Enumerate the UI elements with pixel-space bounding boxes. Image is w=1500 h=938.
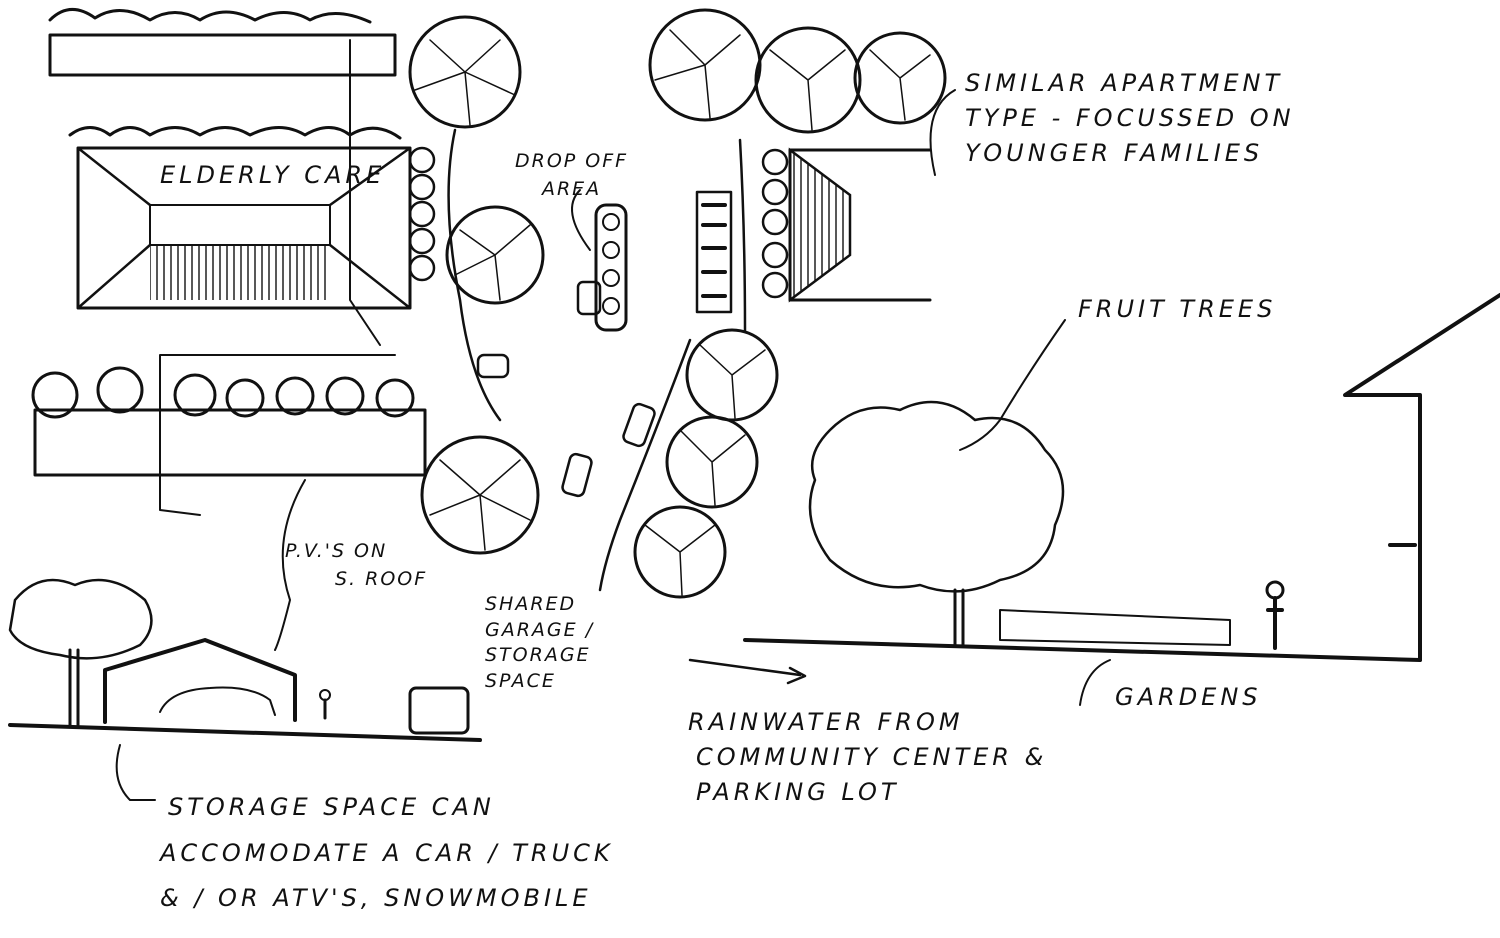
label-rainwater-line-3: Parking Lot — [696, 777, 900, 806]
label-rainwater-line-2: Community Center & — [696, 742, 1048, 771]
label-rainwater-line-1: Rainwater From — [688, 708, 964, 736]
driveway — [447, 128, 747, 592]
label-gardens-text: Gardens — [1115, 683, 1262, 711]
label-fruit-trees: Fruit Trees — [1078, 292, 1276, 327]
label-gardens: Gardens — [1115, 680, 1262, 715]
garden-section — [688, 293, 1500, 706]
row-building-with-trees — [31, 39, 427, 516]
parking-row-top — [68, 126, 402, 140]
leader-arrows — [571, 89, 956, 251]
apartment-building — [761, 147, 932, 303]
label-elderly-care-text: Elderly Care — [160, 161, 386, 189]
label-drop-off-line-2: Area — [541, 177, 602, 200]
label-storage: Storage Space Can Accomodate A Car / Tru… — [160, 785, 614, 922]
label-pvs-line-2: S. Roof — [335, 567, 428, 590]
label-garage-line-1: Shared — [485, 593, 577, 615]
label-drop-off-line-1: Drop off — [515, 150, 629, 172]
label-storage-line-3: & / or ATV's, Snowmobile — [160, 884, 592, 913]
label-drop-off: Drop off Area — [515, 148, 628, 203]
label-pvs-line-1: P.V.'s on — [285, 540, 388, 562]
label-rainwater: Rainwater From Community Center & Parkin… — [688, 705, 1047, 809]
drop-off-stalls — [476, 190, 733, 498]
label-apartment: Similar Apartment Type - Focussed on You… — [965, 66, 1295, 170]
label-garage-line-2: Garage / — [485, 618, 595, 641]
top-building-strip — [48, 8, 397, 77]
label-apartment-line-1: Similar Apartment — [965, 69, 1284, 97]
label-pvs: P.V.'s on S. Roof — [285, 538, 427, 593]
tree-column-elderly — [408, 146, 436, 282]
garage-section — [8, 479, 482, 801]
label-apartment-line-2: Type - Focussed on — [965, 103, 1295, 132]
label-apartment-line-3: Younger Families — [965, 138, 1264, 167]
label-storage-line-1: Storage Space Can — [168, 793, 495, 821]
label-shared-garage: Shared Garage / Storage Space — [485, 592, 594, 695]
label-elderly-care: Elderly Care — [160, 158, 385, 193]
label-garage-line-3: Storage — [485, 644, 591, 667]
label-storage-line-2: Accomodate A Car / Truck — [160, 838, 614, 867]
elderly-care-building — [76, 146, 412, 310]
label-fruit-trees-text: Fruit Trees — [1078, 295, 1277, 323]
canopy-trees — [408, 8, 947, 599]
label-garage-line-4: Space — [485, 669, 556, 692]
